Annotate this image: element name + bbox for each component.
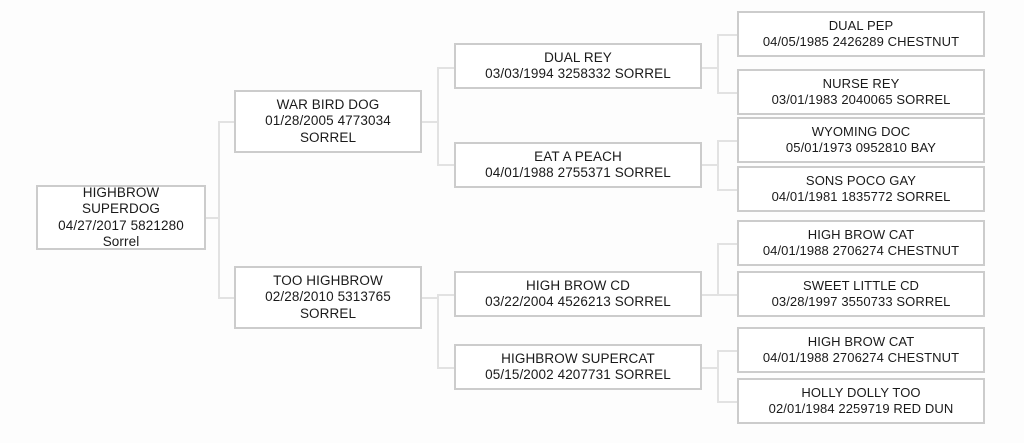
node-meta: 03/22/2004 4526213 SORREL <box>485 294 671 309</box>
connector-dam-sire-stub <box>702 294 718 296</box>
connector-sire-sire-stub <box>702 67 718 69</box>
node-meta: 04/01/1988 2755371 SORREL <box>485 165 671 180</box>
connector-to-g3-1 <box>717 34 737 36</box>
pedigree-node-g3-4[interactable]: SONS POCO GAY 04/01/1981 1835772 SORREL <box>737 166 985 212</box>
connector-to-g3-3 <box>717 140 737 142</box>
node-meta: 03/01/1983 2040065 SORREL <box>771 92 951 107</box>
connector-sire-dam-spine <box>717 140 719 190</box>
node-name: HIGHBROW SUPERCAT <box>501 350 655 366</box>
connector-to-g3-4 <box>717 189 737 191</box>
node-meta: 02/01/1984 2259719 RED DUN <box>768 401 954 416</box>
node-meta: 04/01/1988 2706274 CHESTNUT <box>762 243 960 258</box>
node-color: SORREL <box>299 129 357 145</box>
connector-dam-spine <box>437 294 439 368</box>
node-meta: 04/01/1988 2706274 CHESTNUT <box>762 350 960 365</box>
connector-sire-stub <box>422 121 438 123</box>
connector-dam-dam-stub <box>702 367 718 369</box>
connector-to-g3-6 <box>717 294 737 296</box>
connector-subject-spine <box>218 121 220 299</box>
connector-dam-dam-spine <box>717 350 719 402</box>
pedigree-node-sire[interactable]: WAR BIRD DOG 01/28/2005 4773034 SORREL <box>234 90 422 153</box>
connector-sire-dam-stub <box>702 164 718 166</box>
pedigree-node-g3-6[interactable]: SWEET LITTLE CD 03/28/1997 3550733 SORRE… <box>737 271 985 317</box>
pedigree-node-g3-5[interactable]: HIGH BROW CAT 04/01/1988 2706274 CHESTNU… <box>737 220 985 266</box>
pedigree-node-sire-dam[interactable]: EAT A PEACH 04/01/1988 2755371 SORREL <box>454 142 702 188</box>
node-name: EAT A PEACH <box>534 148 622 164</box>
node-name: HIGH BROW CD <box>526 277 630 293</box>
pedigree-node-g3-1[interactable]: DUAL PEP 04/05/1985 2426289 CHESTNUT <box>737 11 985 57</box>
pedigree-node-dam-sire[interactable]: HIGH BROW CD 03/22/2004 4526213 SORREL <box>454 271 702 317</box>
connector-sire-spine <box>437 67 439 165</box>
connector-to-sire-sire <box>437 67 454 69</box>
node-meta: 04/01/1981 1835772 SORREL <box>771 189 951 204</box>
connector-sire-sire-spine <box>717 34 719 93</box>
pedigree-node-g3-3[interactable]: WYOMING DOC 05/01/1973 0952810 BAY <box>737 117 985 163</box>
connector-to-g3-2 <box>717 92 737 94</box>
pedigree-node-g3-2[interactable]: NURSE REY 03/01/1983 2040065 SORREL <box>737 69 985 115</box>
node-meta: 03/28/1997 3550733 SORREL <box>771 294 951 309</box>
node-color: Sorrel <box>102 233 140 249</box>
node-name: HOLLY DOLLY TOO <box>801 385 921 401</box>
connector-to-g3-5 <box>717 243 737 245</box>
node-name: WAR BIRD DOG <box>276 96 380 112</box>
connector-to-g3-8 <box>717 401 737 403</box>
connector-dam-sire-spine <box>717 243 719 295</box>
pedigree-node-sire-sire[interactable]: DUAL REY 03/03/1994 3258332 SORREL <box>454 43 702 89</box>
node-meta: 01/28/2005 4773034 <box>265 113 391 129</box>
node-meta: 05/01/1973 0952810 BAY <box>785 140 937 155</box>
node-name: SWEET LITTLE CD <box>802 278 920 294</box>
connector-to-sire-dam <box>437 164 454 166</box>
connector-to-g3-7 <box>717 350 737 352</box>
node-meta: 04/05/1985 2426289 CHESTNUT <box>762 34 960 49</box>
node-meta: 02/28/2010 5313765 <box>265 289 391 305</box>
node-name: HIGH BROW CAT <box>807 227 915 243</box>
node-name: SONS POCO GAY <box>805 173 917 189</box>
connector-subject-stub <box>206 217 220 219</box>
node-name: TOO HIGHBROW <box>273 272 383 288</box>
pedigree-node-dam-dam[interactable]: HIGHBROW SUPERCAT 05/15/2002 4207731 SOR… <box>454 344 702 390</box>
pedigree-node-g3-8[interactable]: HOLLY DOLLY TOO 02/01/1984 2259719 RED D… <box>737 378 985 424</box>
connector-to-sire <box>218 121 234 123</box>
node-name: WYOMING DOC <box>811 124 911 140</box>
node-meta: 04/27/2017 5821280 <box>58 217 184 233</box>
connector-to-dam-sire <box>437 294 454 296</box>
connector-to-dam <box>218 297 234 299</box>
node-name: NURSE REY <box>822 76 900 92</box>
node-meta: 03/03/1994 3258332 SORREL <box>485 66 671 81</box>
node-name: DUAL PEP <box>828 18 894 34</box>
pedigree-node-dam[interactable]: TOO HIGHBROW 02/28/2010 5313765 SORREL <box>234 266 422 329</box>
node-color: SORREL <box>299 305 357 321</box>
pedigree-node-g3-7[interactable]: HIGH BROW CAT 04/01/1988 2706274 CHESTNU… <box>737 327 985 373</box>
node-name-line1: HIGHBROW <box>82 184 160 200</box>
pedigree-node-subject[interactable]: HIGHBROW SUPERDOG 04/27/2017 5821280 Sor… <box>36 185 206 250</box>
node-name-line2: SUPERDOG <box>81 201 161 217</box>
connector-to-dam-dam <box>437 367 454 369</box>
node-name: DUAL REY <box>544 49 612 65</box>
node-name: HIGH BROW CAT <box>807 334 915 350</box>
connector-dam-stub <box>422 297 438 299</box>
node-meta: 05/15/2002 4207731 SORREL <box>485 367 671 382</box>
